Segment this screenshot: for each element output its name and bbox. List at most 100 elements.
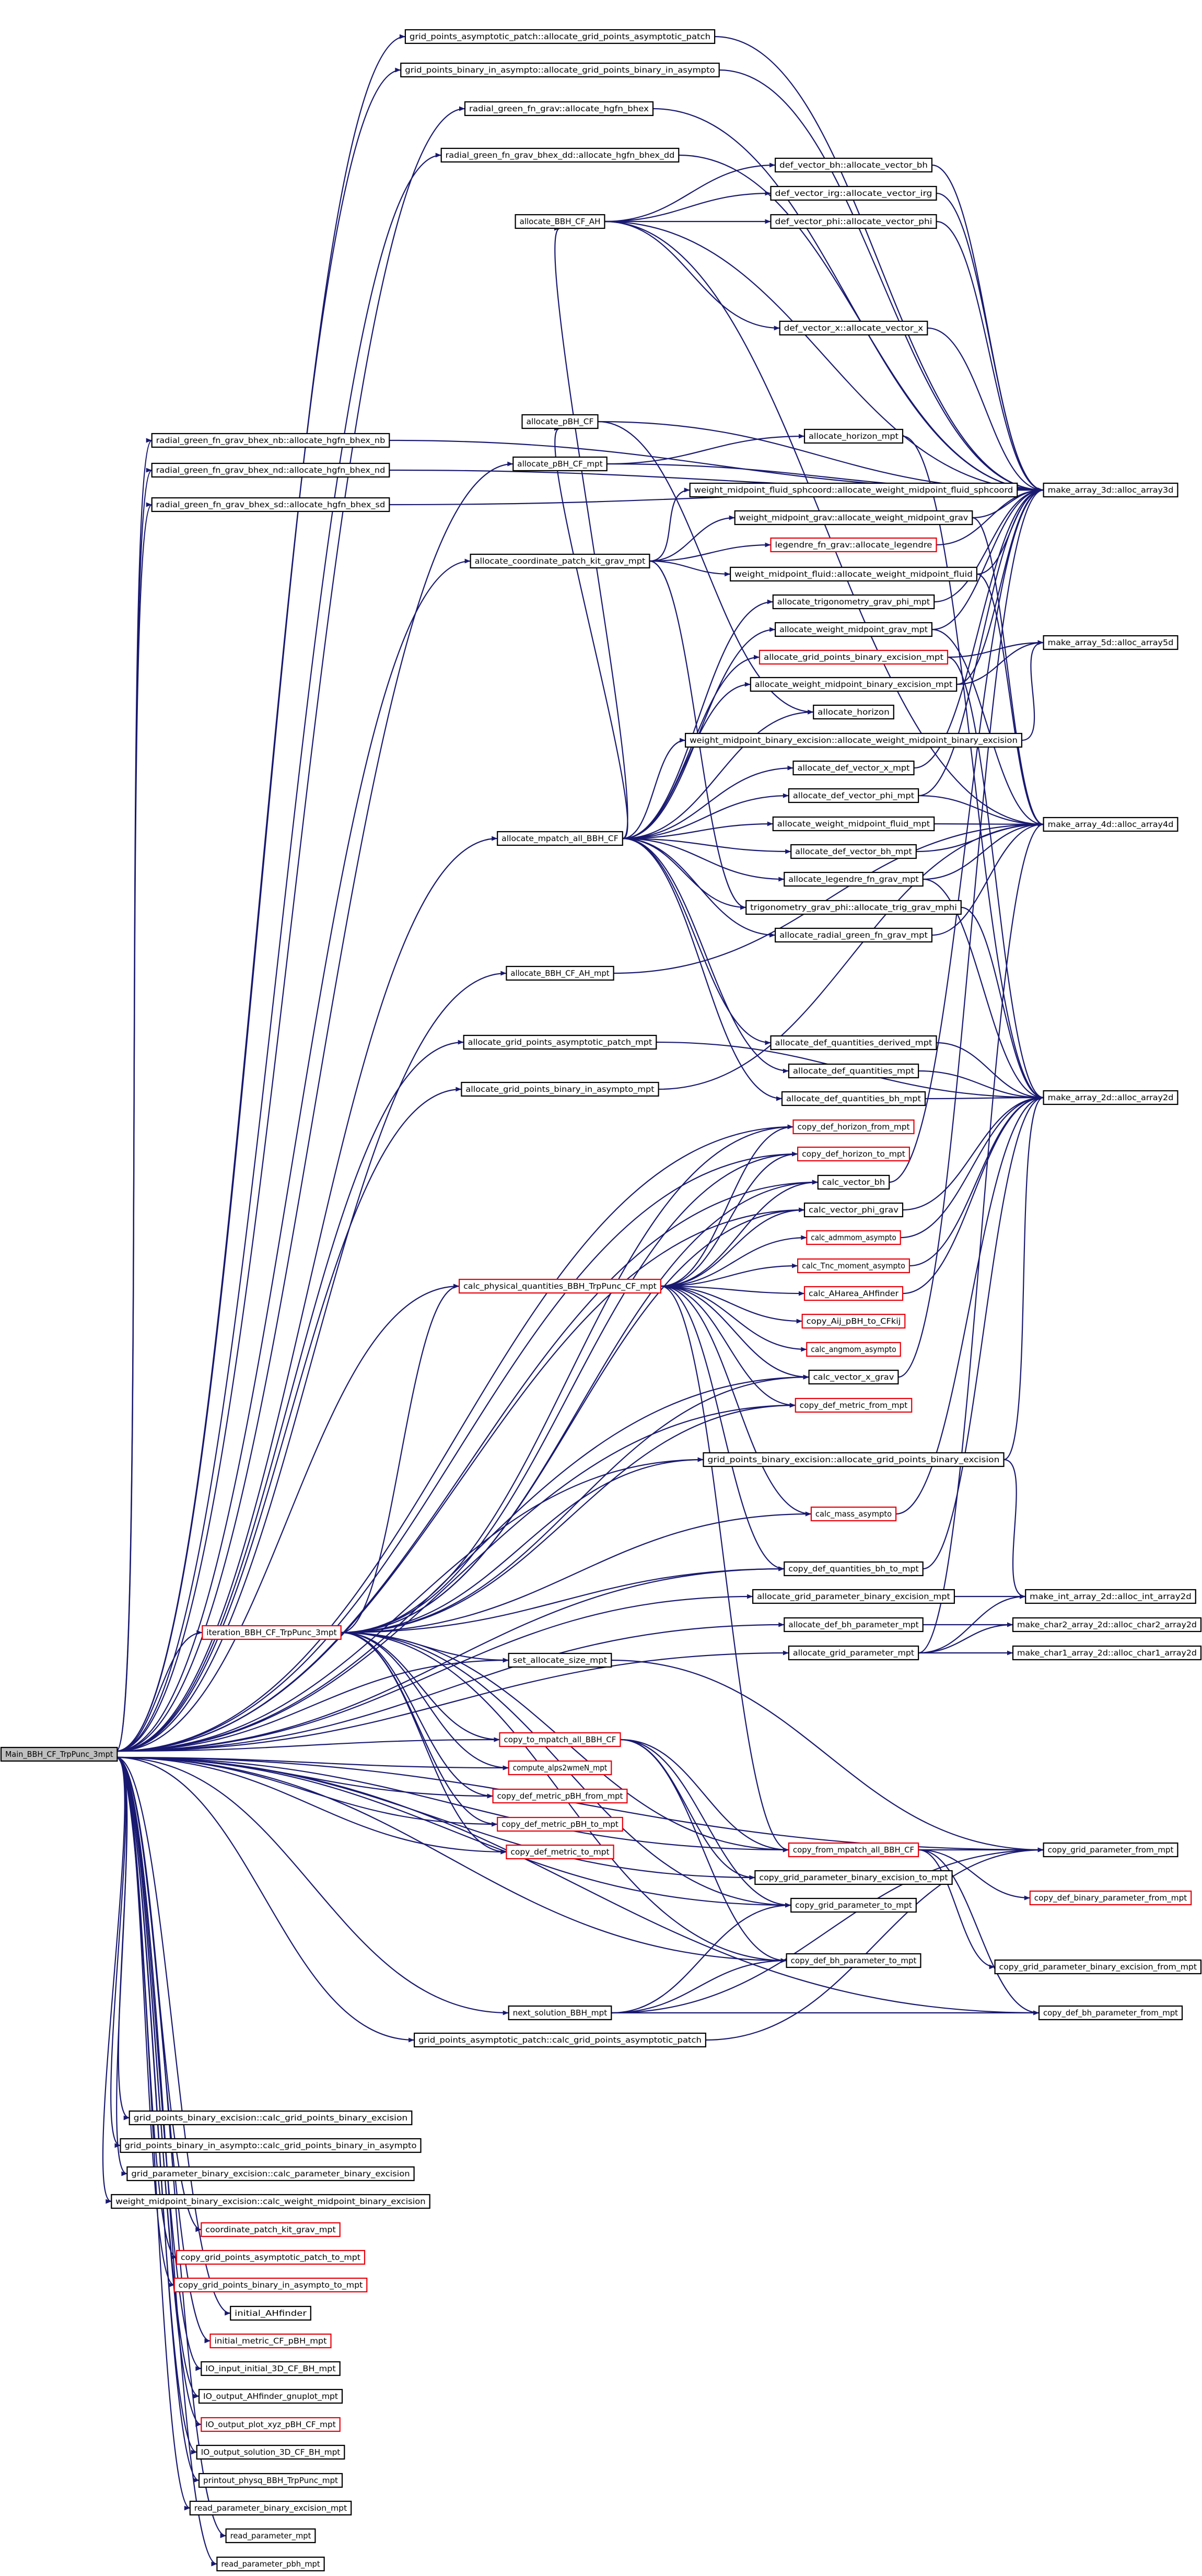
node-calc-aharea-ahfinder[interactable]: calc_AHarea_AHfinder [803,1286,904,1301]
node-copy-to-mpatch-all-bbh-cf[interactable]: copy_to_mpatch_all_BBH_CF [499,1732,621,1747]
node-io-input-initial-3d-cf-bh-mpt[interactable]: IO_input_initial_3D_CF_BH_mpt [201,2361,341,2376]
node-grid-parameter-binary-excision-calc-parameter-binary-excision[interactable]: grid_parameter_binary_excision::calc_par… [126,2166,415,2182]
node-allocate-grid-points-asymptotic-patch-mpt[interactable]: allocate_grid_points_asymptotic_patch_mp… [463,1034,657,1050]
node-weight-midpoint-fluid-allocate-weight-midpoint-fluid[interactable]: weight_midpoint_fluid::allocate_weight_m… [729,566,977,582]
node-radial-green-fn-grav-allocate-hgfn-bhex[interactable]: radial_green_fn_grav::allocate_hgfn_bhex [464,101,654,116]
node-copy-grid-parameter-to-mpt[interactable]: copy_grid_parameter_to_mpt [790,1897,917,1913]
node-allocate-grid-parameter-binary-excision-mpt[interactable]: allocate_grid_parameter_binary_excision_… [752,1589,955,1604]
node-read-parameter-mpt[interactable]: read_parameter_mpt [225,2528,316,2544]
node-io-output-ahfinder-gnuplot-mpt[interactable]: IO_output_AHfinder_gnuplot_mpt [198,2388,343,2404]
node-copy-def-horizon-to-mpt[interactable]: copy_def_horizon_to_mpt [797,1146,910,1162]
node-allocate-legendre-fn-grav-mpt[interactable]: allocate_legendre_fn_grav_mpt [784,871,924,887]
node-copy-def-metric-from-mpt[interactable]: copy_def_metric_from_mpt [795,1397,913,1413]
node-weight-midpoint-fluid-sphcoord-allocate-weight-midpoint-fluid-sphcoord[interactable]: weight_midpoint_fluid_sphcoord::allocate… [689,482,1018,498]
node-allocate-weight-midpoint-grav-mpt[interactable]: allocate_weight_midpoint_grav_mpt [774,622,932,637]
node-calc-vector-bh[interactable]: calc_vector_bh [817,1174,890,1190]
node-weight-midpoint-binary-excision-calc-weight-midpoint-binary-excision[interactable]: weight_midpoint_binary_excision::calc_we… [111,2194,430,2209]
node-copy-def-quantities-bh-to-mpt[interactable]: copy_def_quantities_bh_to_mpt [784,1561,924,1577]
node-printout-physq-bbh-trppunc-mpt[interactable]: printout_physq_BBH_TrpPunc_mpt [198,2473,343,2488]
node-calc-admmom-asympto[interactable]: calc_admmom_asympto [806,1230,901,1245]
node-main-bbh-cf-trppunc-3mpt[interactable]: Main_BBH_CF_TrpPunc_3mpt [0,1746,118,1762]
node-def-vector-phi-allocate-vector-phi[interactable]: def_vector_phi::allocate_vector_phi [770,214,937,229]
node-def-vector-irg-allocate-vector-irg[interactable]: def_vector_irg::allocate_vector_irg [770,185,937,201]
node-copy-def-bh-parameter-from-mpt[interactable]: copy_def_bh_parameter_from_mpt [1038,2005,1183,2021]
node-allocate-coordinate-patch-kit-grav-mpt[interactable]: allocate_coordinate_patch_kit_grav_mpt [470,553,650,569]
node-make-char2-array-2d-alloc-char2-array2d[interactable]: make_char2_array_2d::alloc_char2_array2d [1012,1617,1202,1633]
node-weight-midpoint-grav-allocate-weight-midpoint-grav[interactable]: weight_midpoint_grav::allocate_weight_mi… [734,510,973,526]
node-initial-ahfinder[interactable]: initial_AHfinder [230,2305,311,2321]
node-read-parameter-binary-excision-mpt[interactable]: read_parameter_binary_excision_mpt [189,2500,352,2516]
node-radial-green-fn-grav-bhex-nd-allocate-hgfn-bhex-nd[interactable]: radial_green_fn_grav_bhex_nd::allocate_h… [151,462,390,478]
node-allocate-mpatch-all-bbh-cf[interactable]: allocate_mpatch_all_BBH_CF [497,831,623,846]
node-copy-def-metric-pbh-from-mpt[interactable]: copy_def_metric_pBH_from_mpt [492,1788,628,1804]
node-allocate-trigonometry-grav-phi-mpt[interactable]: allocate_trigonometry_grav_phi_mpt [772,594,935,610]
node-calc-angmom-asympto[interactable]: calc_angmom_asympto [806,1342,901,1357]
node-copy-grid-points-asymptotic-patch-to-mpt[interactable]: copy_grid_points_asymptotic_patch_to_mpt [176,2249,366,2265]
node-radial-green-fn-grav-bhex-sd-allocate-hgfn-bhex-sd[interactable]: radial_green_fn_grav_bhex_sd::allocate_h… [151,497,390,512]
node-allocate-weight-midpoint-fluid-mpt[interactable]: allocate_weight_midpoint_fluid_mpt [772,816,935,832]
node-make-array-4d-alloc-array4d[interactable]: make_array_4d::alloc_array4d [1043,817,1178,832]
node-grid-points-binary-in-asympto-allocate-grid-points-binary-in-asympto[interactable]: grid_points_binary_in_asympto::allocate_… [400,62,720,78]
node-allocate-pbh-cf[interactable]: allocate_pBH_CF [521,414,599,429]
node-compute-alps2wmen-mpt[interactable]: compute_alps2wmeN_mpt [508,1760,612,1776]
node-allocate-def-vector-bh-mpt[interactable]: allocate_def_vector_bh_mpt [790,844,917,859]
node-allocate-horizon[interactable]: allocate_horizon [813,704,894,720]
node-radial-green-fn-grav-bhex-nb-allocate-hgfn-bhex-nb[interactable]: radial_green_fn_grav_bhex_nb::allocate_h… [151,433,390,448]
node-copy-def-binary-parameter-from-mpt[interactable]: copy_def_binary_parameter_from_mpt [1029,1890,1192,1906]
node-grid-points-binary-excision-allocate-grid-points-binary-excision[interactable]: grid_points_binary_excision::allocate_gr… [703,1452,1005,1467]
node-initial-metric-cf-pbh-mpt[interactable]: initial_metric_CF_pBH_mpt [209,2333,332,2349]
node-make-char1-array-2d-alloc-char1-array2d[interactable]: make_char1_array_2d::alloc_char1_array2d [1012,1645,1202,1661]
node-copy-from-mpatch-all-bbh-cf[interactable]: copy_from_mpatch_all_BBH_CF [788,1842,919,1858]
node-def-vector-x-allocate-vector-x[interactable]: def_vector_x::allocate_vector_x [779,320,928,336]
node-make-array-2d-alloc-array2d[interactable]: make_array_2d::alloc_array2d [1043,1090,1178,1105]
node-copy-def-bh-parameter-to-mpt[interactable]: copy_def_bh_parameter_to_mpt [786,1953,921,1968]
node-trigonometry-grav-phi-allocate-trig-grav-mphi[interactable]: trigonometry_grav_phi::allocate_trig_gra… [745,900,962,915]
node-allocate-def-vector-phi-mpt[interactable]: allocate_def_vector_phi_mpt [788,788,919,803]
node-copy-def-metric-to-mpt[interactable]: copy_def_metric_to_mpt [506,1844,614,1860]
node-make-array-5d-alloc-array5d[interactable]: make_array_5d::alloc_array5d [1043,635,1178,650]
node-grid-points-asymptotic-patch-calc-grid-points-asymptotic-patch[interactable]: grid_points_asymptotic_patch::calc_grid_… [413,2032,706,2048]
node-io-output-plot-xyz-pbh-cf-mpt[interactable]: IO_output_plot_xyz_pBH_CF_mpt [201,2417,341,2432]
node-weight-midpoint-binary-excision-allocate-weight-midpoint-binary-excision[interactable]: weight_midpoint_binary_excision::allocat… [684,732,1022,748]
node-iteration-bbh-cf-trppunc-3mpt[interactable]: iteration_BBH_CF_TrpPunc_3mpt [202,1625,342,1640]
node-make-array-3d-alloc-array3d[interactable]: make_array_3d::alloc_array3d [1043,482,1178,498]
node-allocate-grid-parameter-mpt[interactable]: allocate_grid_parameter_mpt [788,1645,919,1661]
node-allocate-horizon-mpt[interactable]: allocate_horizon_mpt [803,428,904,444]
node-copy-def-metric-pbh-to-mpt[interactable]: copy_def_metric_pBH_to_mpt [497,1816,623,1832]
node-copy-grid-parameter-binary-excision-from-mpt[interactable]: copy_grid_parameter_binary_excision_from… [994,1959,1202,1975]
node-allocate-grid-points-binary-in-asympto-mpt[interactable]: allocate_grid_points_binary_in_asympto_m… [461,1081,659,1097]
node-calc-physical-quantities-bbh-trppunc-cf-mpt[interactable]: calc_physical_quantities_BBH_TrpPunc_CF_… [458,1278,661,1294]
node-allocate-grid-points-binary-excision-mpt[interactable]: allocate_grid_points_binary_excision_mpt [758,649,949,665]
node-io-output-solution-3d-cf-bh-mpt[interactable]: IO_output_solution_3D_CF_BH_mpt [196,2444,345,2460]
node-calc-tnc-moment-asympto[interactable]: calc_Tnc_moment_asympto [797,1258,910,1274]
node-def-vector-bh-allocate-vector-bh[interactable]: def_vector_bh::allocate_vector_bh [774,157,932,173]
node-calc-mass-asympto[interactable]: calc_mass_asympto [810,1506,897,1522]
node-allocate-def-bh-parameter-mpt[interactable]: allocate_def_bh_parameter_mpt [784,1617,924,1633]
node-copy-def-horizon-from-mpt[interactable]: copy_def_horizon_from_mpt [792,1119,915,1135]
node-set-allocate-size-mpt[interactable]: set_allocate_size_mpt [508,1652,612,1668]
node-calc-vector-x-grav[interactable]: calc_vector_x_grav [808,1369,899,1385]
node-grid-points-binary-excision-calc-grid-points-binary-excision[interactable]: grid_points_binary_excision::calc_grid_p… [129,2110,413,2126]
node-allocate-bbh-cf-ah[interactable]: allocate_BBH_CF_AH [515,214,605,229]
node-allocate-def-quantities-bh-mpt[interactable]: allocate_def_quantities_bh_mpt [781,1091,926,1106]
node-allocate-radial-green-fn-grav-mpt[interactable]: allocate_radial_green_fn_grav_mpt [774,927,932,943]
node-allocate-def-vector-x-mpt[interactable]: allocate_def_vector_x_mpt [792,760,915,776]
node-read-parameter-pbh-mpt[interactable]: read_parameter_pbh_mpt [216,2556,325,2572]
node-copy-grid-parameter-binary-excision-to-mpt[interactable]: copy_grid_parameter_binary_excision_to_m… [754,1870,953,1885]
node-copy-grid-parameter-from-mpt[interactable]: copy_grid_parameter_from_mpt [1043,1842,1178,1858]
node-next-solution-bbh-mpt[interactable]: next_solution_BBH_mpt [508,2005,612,2021]
node-grid-points-binary-in-asympto-calc-grid-points-binary-in-asympto[interactable]: grid_points_binary_in_asympto::calc_grid… [120,2138,422,2153]
node-allocate-def-quantities-mpt[interactable]: allocate_def_quantities_mpt [788,1063,919,1079]
node-grid-points-asymptotic-patch-allocate-grid-points-asymptotic-patch[interactable]: grid_points_asymptotic_patch::allocate_g… [404,29,716,44]
node-copy-aij-pbh-to-cfkij[interactable]: copy_Aij_pBH_to_CFkij [801,1313,906,1329]
node-allocate-bbh-cf-ah-mpt[interactable]: allocate_BBH_CF_AH_mpt [506,965,614,981]
node-make-int-array-2d-alloc-int-array2d[interactable]: make_int_array_2d::alloc_int_array2d [1025,1589,1196,1604]
node-copy-grid-points-binary-in-asympto-to-mpt[interactable]: copy_grid_points_binary_in_asympto_to_mp… [173,2277,368,2293]
node-allocate-def-quantities-derived-mpt[interactable]: allocate_def_quantities_derived_mpt [770,1035,937,1051]
node-allocate-weight-midpoint-binary-excision-mpt[interactable]: allocate_weight_midpoint_binary_excision… [750,677,958,692]
node-coordinate-patch-kit-grav-mpt[interactable]: coordinate_patch_kit_grav_mpt [201,2222,341,2237]
node-calc-vector-phi-grav[interactable]: calc_vector_phi_grav [803,1202,904,1218]
node-legendre-fn-grav-allocate-legendre[interactable]: legendre_fn_grav::allocate_legendre [770,537,937,553]
node-allocate-pbh-cf-mpt[interactable]: allocate_pBH_CF_mpt [512,456,608,472]
node-radial-green-fn-grav-bhex-dd-allocate-hgfn-bhex-dd[interactable]: radial_green_fn_grav_bhex_dd::allocate_h… [440,147,680,163]
